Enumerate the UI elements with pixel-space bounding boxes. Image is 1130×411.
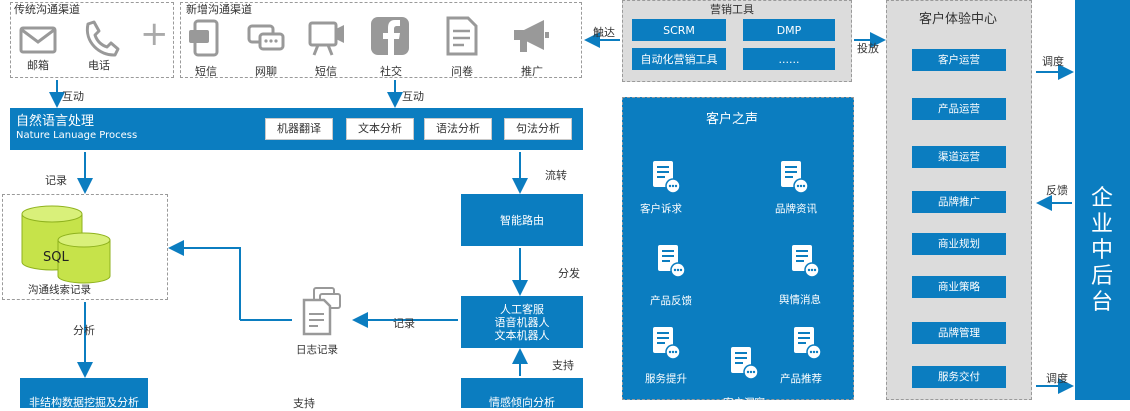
voc-item-brand-news: 品牌资讯 [775, 203, 817, 215]
smart-routing-box: 智能路由 [461, 194, 583, 246]
new-channels-title: 新增沟通渠道 [186, 3, 252, 16]
label-support: 支持 [552, 359, 574, 372]
flow-arrows [49, 32, 1074, 394]
cx-center-title: 客户体验中心 [919, 12, 998, 27]
voc-item-product-recommend: 产品推荐 [780, 373, 822, 385]
log-record-label: 日志记录 [296, 344, 338, 356]
voc-title: 客户之声 [706, 112, 759, 127]
new-item-webchat: 网聊 [255, 65, 277, 78]
agent-voice-bot: 语音机器人 [494, 315, 550, 329]
new-item-social: 社交 [380, 65, 402, 78]
label-analyze: 分析 [73, 324, 95, 337]
chat-icon [247, 24, 285, 51]
more-tools-button: ...... [743, 48, 835, 70]
phone-icon [85, 20, 120, 57]
traditional-item-phone: 电话 [88, 59, 110, 72]
video-sms-icon [308, 21, 344, 56]
syntax-analysis-button: 句法分析 [504, 118, 572, 140]
label-record-2: 记录 [393, 317, 415, 330]
voc-item-service-improvement: 服务提升 [645, 373, 687, 385]
voc-item-public-opinion: 舆情消息 [779, 294, 821, 306]
mail-icon [19, 26, 57, 54]
voc-item-product-feedback: 产品反馈 [650, 295, 692, 307]
cx-product-ops: 产品运营 [912, 98, 1006, 120]
sms-phone-icon [189, 19, 219, 57]
label-record-1: 记录 [45, 174, 67, 187]
sql-panel [2, 194, 168, 300]
database-icon [21, 205, 111, 284]
traditional-item-mail: 邮箱 [27, 59, 49, 72]
survey-icon [446, 16, 478, 56]
new-item-sms: 短信 [195, 65, 217, 78]
cx-business-strategy: 商业策略 [912, 276, 1006, 298]
new-item-sms-2: 短信 [315, 65, 337, 78]
sql-label: SQL [43, 250, 69, 265]
cx-service-delivery: 服务交付 [912, 366, 1006, 388]
new-channels-panel [180, 2, 582, 78]
label-deliver: 投放 [857, 42, 879, 55]
scrm-button: SCRM [632, 19, 726, 41]
label-reach: 触达 [593, 26, 615, 39]
sql-caption: 沟通线索记录 [28, 284, 91, 296]
backend-title: 企业中后台 [1090, 186, 1113, 315]
label-support-partial: 支持 [293, 397, 315, 410]
log-record-icon [302, 287, 341, 336]
label-distribute: 分发 [558, 267, 580, 280]
label-flow: 流转 [545, 169, 567, 182]
label-interact-1: 互动 [62, 90, 84, 103]
label-feedback: 反馈 [1046, 184, 1068, 197]
traditional-channels-panel [10, 2, 174, 78]
label-schedule-1: 调度 [1042, 55, 1064, 68]
cx-brand-management: 品牌管理 [912, 322, 1006, 344]
label-interact-2: 互动 [402, 90, 424, 103]
machine-translation-button: 机器翻译 [265, 118, 333, 140]
facebook-icon [371, 17, 409, 55]
traditional-channels-title: 传统沟通渠道 [14, 3, 80, 16]
voc-item-customer-demand: 客户诉求 [640, 203, 682, 215]
agent-human: 人工客服 [500, 302, 544, 316]
grammar-analysis-button: 语法分析 [424, 118, 492, 140]
new-item-survey: 问卷 [451, 65, 473, 78]
nlp-subtitle: Nature Lanuage Process [16, 130, 138, 141]
cx-customer-ops: 客户运营 [912, 49, 1006, 71]
cx-business-planning: 商业规划 [912, 233, 1006, 255]
automated-marketing-button: 自动化营销工具 [632, 48, 726, 70]
plus-icon: + [140, 14, 169, 54]
nlp-title: 自然语言处理 [16, 114, 95, 129]
megaphone-icon [514, 20, 549, 52]
agents-box: 人工客服 语音机器人 文本机器人 [461, 296, 583, 348]
cx-channel-ops: 渠道运营 [912, 146, 1006, 168]
text-analysis-button: 文本分析 [346, 118, 414, 140]
backend-panel [1075, 0, 1130, 400]
label-schedule-2: 调度 [1046, 372, 1068, 385]
new-item-promotion: 推广 [521, 65, 543, 78]
agent-text-bot: 文本机器人 [494, 328, 550, 342]
marketing-tools-title: 营销工具 [710, 3, 754, 16]
cx-brand-promo: 品牌推广 [912, 191, 1006, 213]
dmp-button: DMP [743, 19, 835, 41]
